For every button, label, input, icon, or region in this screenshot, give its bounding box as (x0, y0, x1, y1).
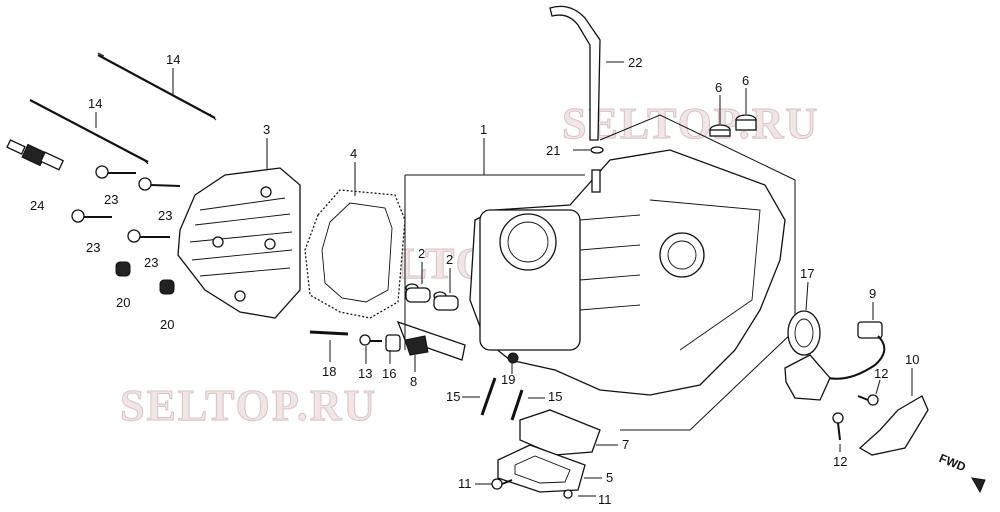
callout-6-b: 6 (742, 73, 749, 88)
callout-20-a: 20 (116, 295, 130, 310)
callout-17: 17 (800, 266, 814, 281)
bolt-23-d (127, 229, 170, 243)
callout-23-a: 23 (104, 192, 118, 207)
plug-6-b (735, 114, 757, 131)
spark-plug (6, 139, 65, 171)
callout-12-b: 12 (833, 454, 847, 469)
stud-15-b (510, 389, 524, 421)
dowel-pin-b (433, 291, 459, 311)
breather-tube (549, 5, 601, 141)
cover-5 (497, 444, 586, 493)
stud-15-a (480, 377, 497, 416)
leader-lines (95, 61, 913, 497)
long-stud-upper (97, 52, 217, 121)
bolt-13 (359, 334, 382, 346)
callout-15-a: 15 (446, 389, 460, 404)
nut-19 (507, 352, 519, 364)
sensor-9 (784, 321, 886, 401)
callout-8: 8 (410, 374, 417, 389)
fwd-direction-indicator: FWD (937, 451, 986, 494)
callout-22: 22 (628, 55, 642, 70)
bolt-11-b (563, 489, 573, 499)
cylinder-head-cover (177, 167, 301, 319)
head-gasket (304, 189, 406, 319)
callout-14-upper: 14 (166, 52, 180, 67)
stud-18 (309, 330, 349, 336)
callout-23-c: 23 (86, 240, 100, 255)
callout-18: 18 (322, 364, 336, 379)
callout-15-b: 15 (548, 389, 562, 404)
callout-16: 16 (382, 366, 396, 381)
callout-24: 24 (30, 198, 44, 213)
long-stud-lower (29, 99, 149, 165)
bolt-12-b (832, 412, 844, 441)
crankcase-body (469, 149, 786, 396)
callout-23-b: 23 (158, 208, 172, 223)
guide-roller (404, 335, 429, 356)
crankcase-leader-frame (404, 114, 796, 431)
callout-20-b: 20 (160, 317, 174, 332)
bolt-12-a (857, 394, 879, 406)
callout-4: 4 (350, 146, 357, 161)
callout-7: 7 (622, 437, 629, 452)
chain-guide-8 (396, 320, 466, 361)
callout-12-a: 12 (874, 366, 888, 381)
callout-14-lower: 14 (88, 96, 102, 111)
callout-21: 21 (546, 143, 560, 158)
callout-13: 13 (358, 366, 372, 381)
callout-5: 5 (606, 470, 613, 485)
callout-9: 9 (869, 286, 876, 301)
dowel-pin-a (405, 283, 431, 303)
callout-2-b: 2 (446, 252, 453, 267)
watermark-top: SELTOP.RU (562, 99, 819, 148)
callout-11-b: 11 (598, 492, 612, 507)
clip-21 (590, 146, 604, 154)
callout-2-a: 2 (418, 246, 425, 261)
callout-11-a: 11 (458, 476, 472, 491)
callout-6-a: 6 (715, 80, 722, 95)
bolt-23-b (138, 177, 181, 191)
bolt-11-a (491, 478, 513, 490)
fwd-label: FWD (937, 451, 968, 474)
bracket-10 (858, 395, 929, 456)
callout-19: 19 (501, 372, 515, 387)
cap-nut-20-a (115, 261, 131, 277)
callout-3: 3 (263, 122, 270, 137)
callout-1: 1 (480, 122, 487, 137)
oil-seal (787, 310, 821, 356)
gasket-7 (519, 409, 601, 456)
bolt-23-c (71, 209, 112, 223)
callout-10: 10 (905, 352, 919, 367)
bolt-23-a (95, 165, 136, 179)
plate-16 (385, 334, 401, 352)
plug-6-a (709, 124, 731, 137)
callout-23-d: 23 (144, 255, 158, 270)
watermark-bottom: SELTOP.RU (120, 381, 377, 430)
cap-nut-20-b (159, 279, 175, 295)
